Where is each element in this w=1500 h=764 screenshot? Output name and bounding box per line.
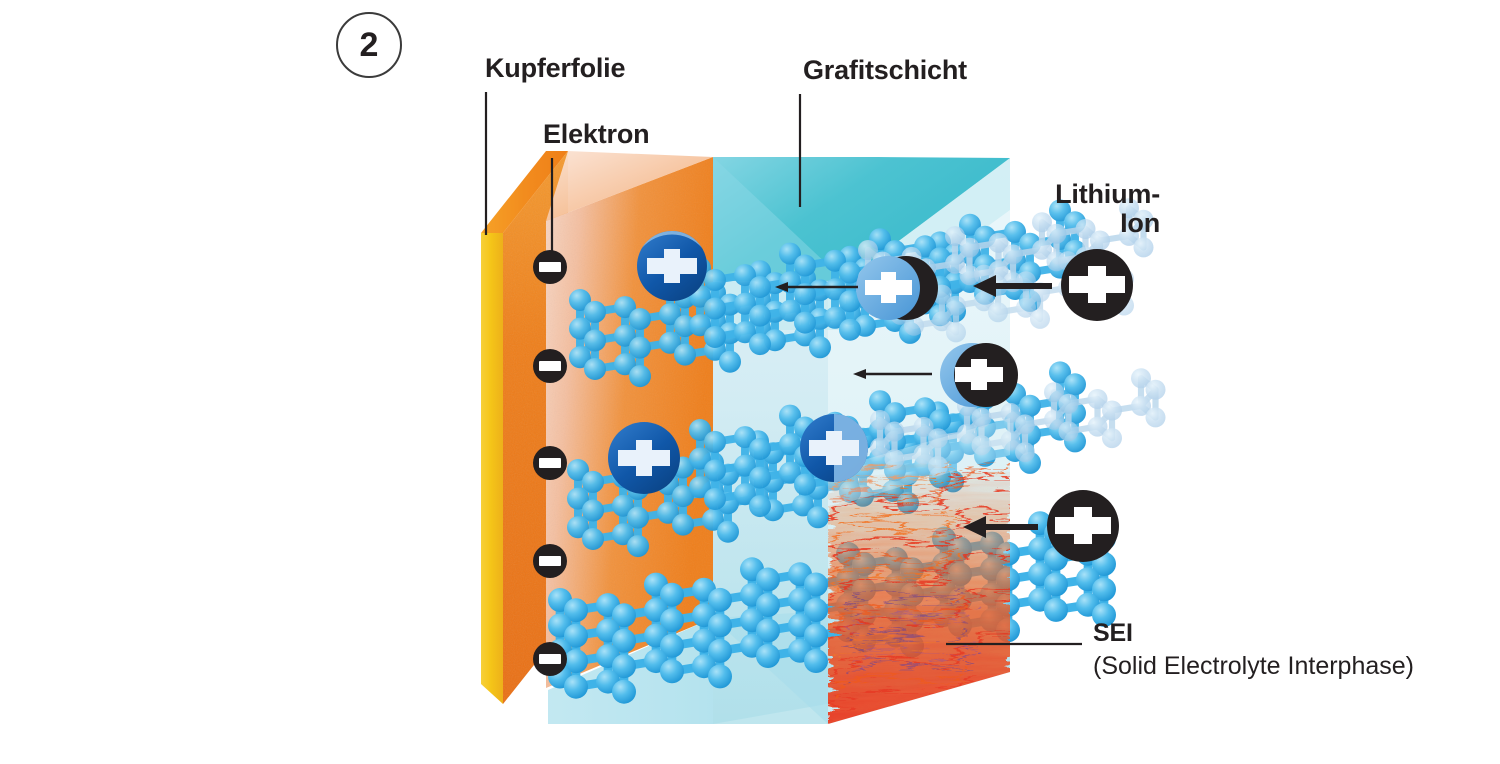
lithium-ion-marker [1047,490,1119,562]
electron-marker [533,446,567,480]
lithium-ion-marker [637,231,707,301]
step-number-badge: 2 [336,12,402,78]
label-sei-full: (Solid Electrolyte Interphase) [1093,652,1414,680]
lithium-ion-marker [940,343,1018,407]
label-kupferfolie: Kupferfolie [485,53,626,83]
lithium-ion-marker [1061,249,1133,321]
leader-lines [484,92,1082,646]
label-sei-abbr: SEI [1093,619,1133,647]
electron-marker [533,349,567,383]
electron-marker [533,544,567,578]
motion-arrows [775,275,1052,538]
arrow-incoming-bottom [963,516,1038,538]
lithium-ion-marker [856,256,938,320]
lithium-ion-marker [800,414,868,482]
electron-marker [533,642,567,676]
label-grafitschicht: Grafitschicht [803,55,967,85]
label-lithium-ion-line1: Lithium- [1055,179,1160,209]
label-lithium-ion-line2: Ion [1120,208,1160,239]
label-elektron: Elektron [543,119,650,149]
electron-marker [533,250,567,284]
label-lithium-ion: Lithium- Ion [1040,179,1160,239]
lithium-ions [608,231,1133,562]
arrow-incoming-top [973,275,1052,297]
arrow-internal-mid [853,369,932,379]
lithium-ion-marker [608,422,680,494]
electrons [533,250,567,676]
arrow-internal-top [775,282,858,292]
